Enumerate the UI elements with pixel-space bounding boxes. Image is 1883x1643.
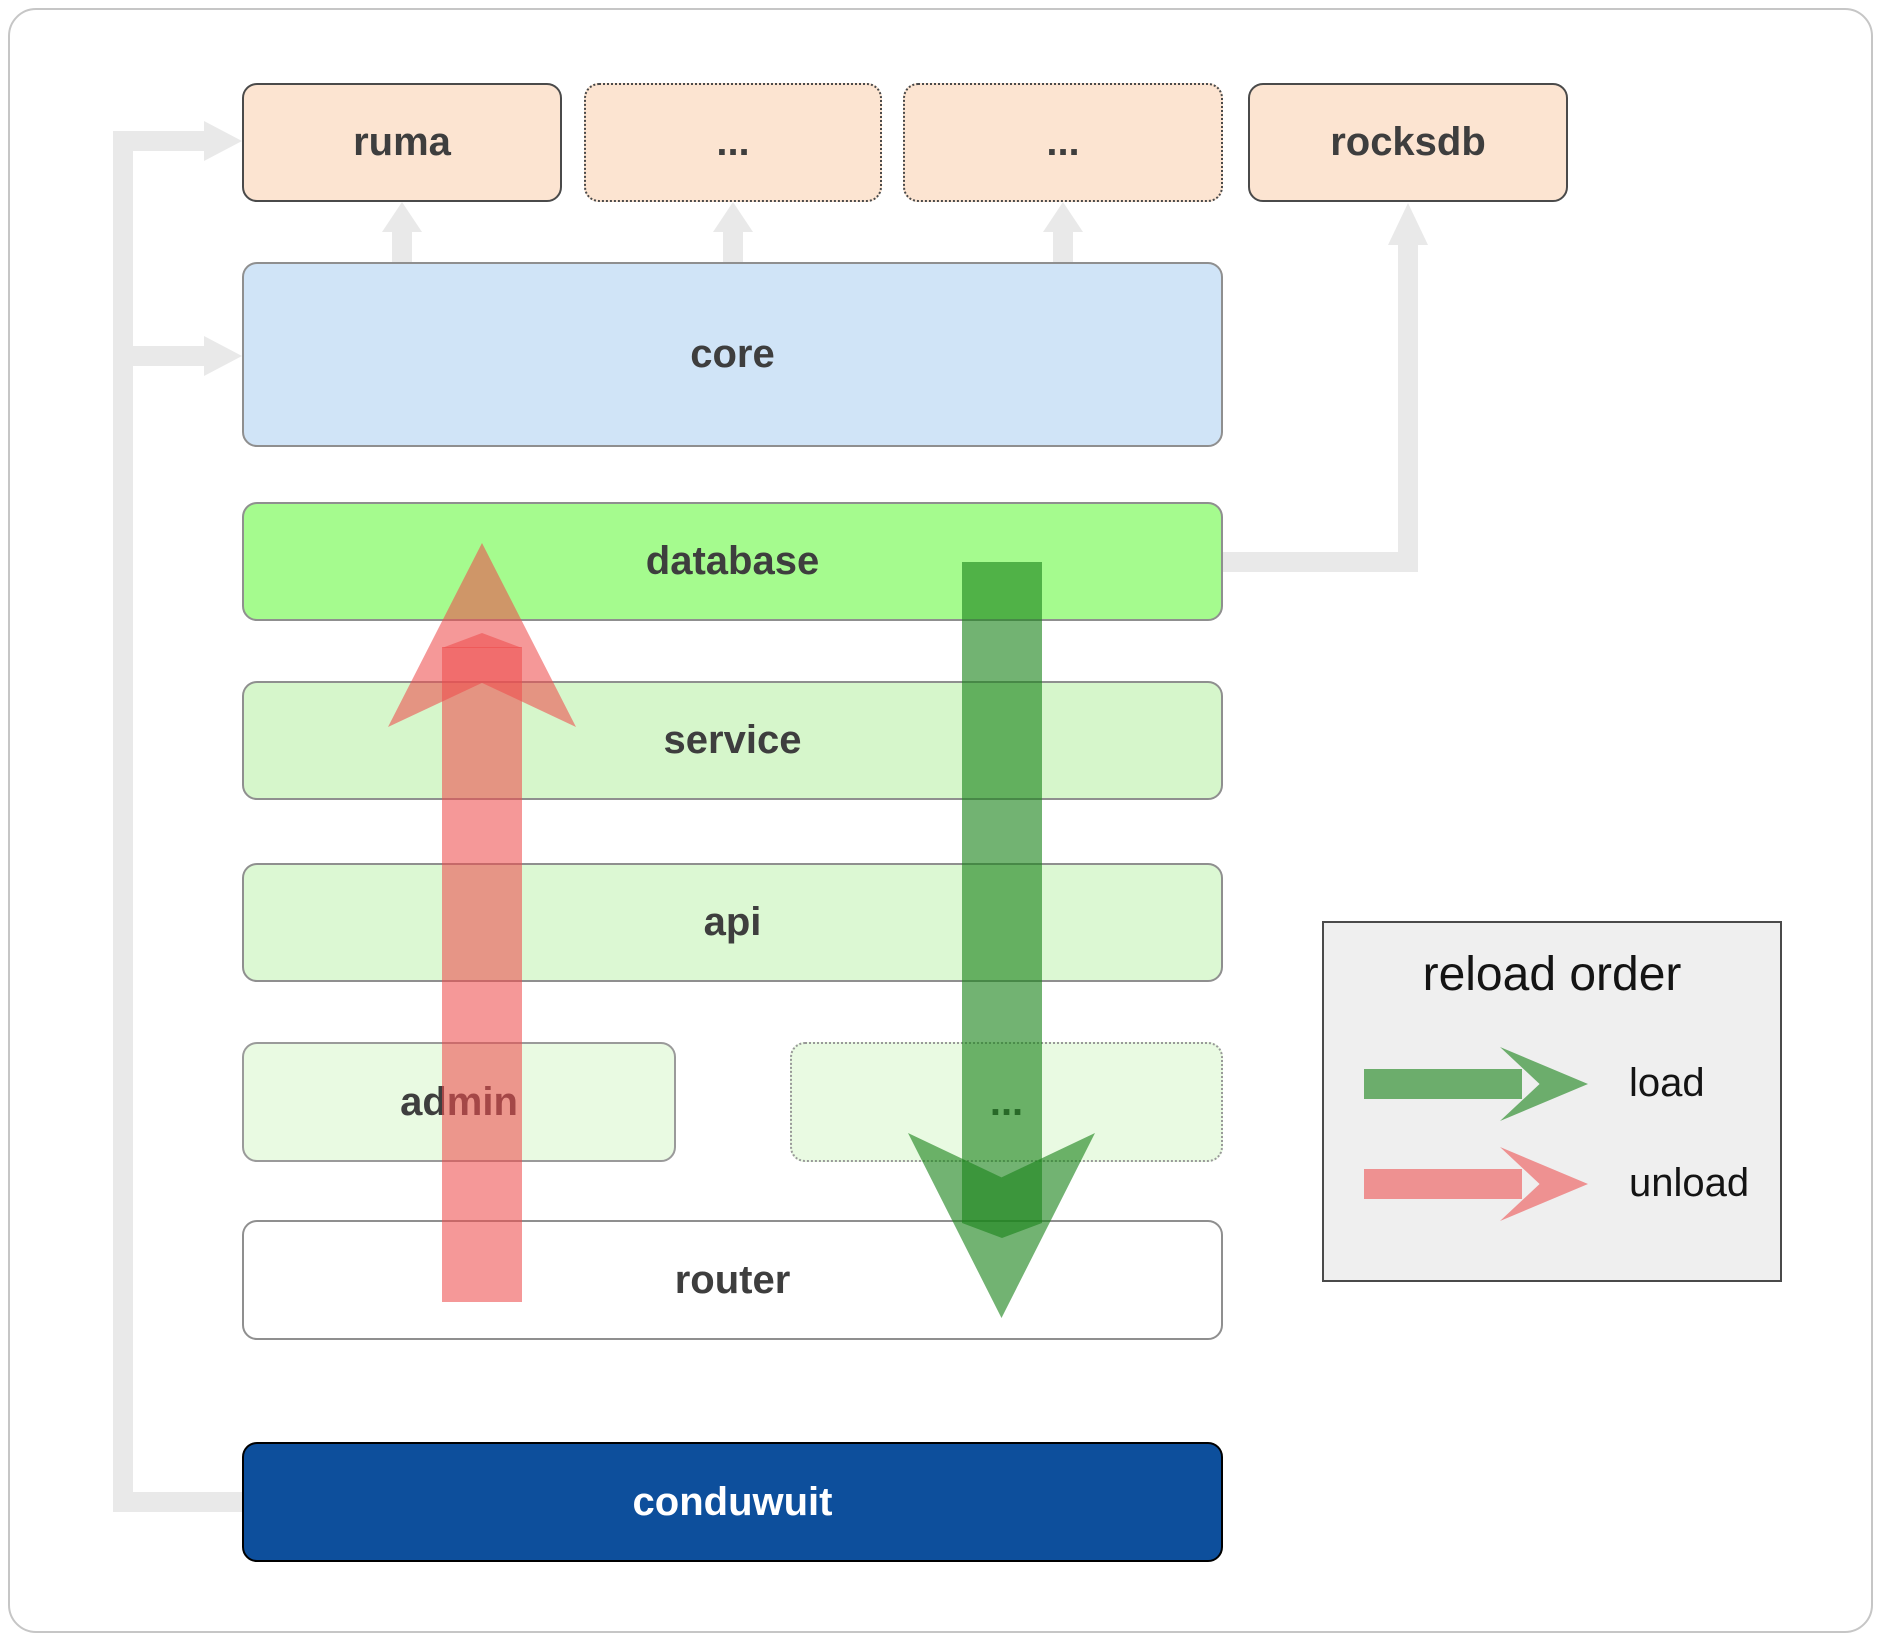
module-box-ellipsis-2: ... [903,83,1223,202]
flow-line-core-to-ellipsis-2 [1053,230,1073,262]
load-arrow-shaft [962,562,1042,1223]
layer-label-router: router [674,1257,791,1302]
layer-box-conduwuit: conduwuit [242,1442,1223,1562]
layer-label-conduwuit: conduwuit [632,1479,833,1524]
module-box-ellipsis-1: ... [584,83,882,202]
diagram-outer-frame [8,8,1873,1633]
legend-unload-label: unload [1629,1161,1750,1205]
legend-load-arrow-shaft [1364,1069,1522,1099]
layer-box-api: api [242,863,1223,982]
layer-box-database: database [242,502,1223,621]
flow-line-to-core [113,346,204,366]
layer-box-core: core [242,262,1223,447]
layer-box-service: service [242,681,1223,800]
flow-line-core-to-ruma [392,230,412,262]
flow-line-database-to-rocksdb-vertical [1398,245,1418,572]
unload-arrow-shaft [442,647,522,1302]
module-label-ellipsis-2: ... [1046,120,1080,164]
module-box-ruma: ruma [242,83,562,202]
legend-panel: reload order load unload [1322,921,1782,1282]
layer-label-service: service [663,718,802,762]
layer-label-core: core [690,332,775,376]
flow-line-to-ruma [113,131,204,151]
flow-line-core-to-ellipsis-1 [723,230,743,262]
legend-title: reload order [1422,948,1682,1001]
module-label-ellipsis-1: ... [716,120,750,164]
layer-label-database: database [645,539,820,583]
flow-line-left-spine [113,131,133,1512]
flow-line-from-conduwuit [113,1492,242,1512]
legend-unload-arrow-shaft [1364,1169,1522,1199]
layer-box-router: router [242,1220,1223,1340]
flow-line-database-to-rocksdb-horizontal [1223,552,1418,572]
legend-load-label: load [1629,1061,1705,1105]
module-label-ruma: ruma [353,120,451,164]
module-box-rocksdb: rocksdb [1248,83,1568,202]
module-label-rocksdb: rocksdb [1330,120,1486,164]
layer-label-api: api [703,900,762,944]
